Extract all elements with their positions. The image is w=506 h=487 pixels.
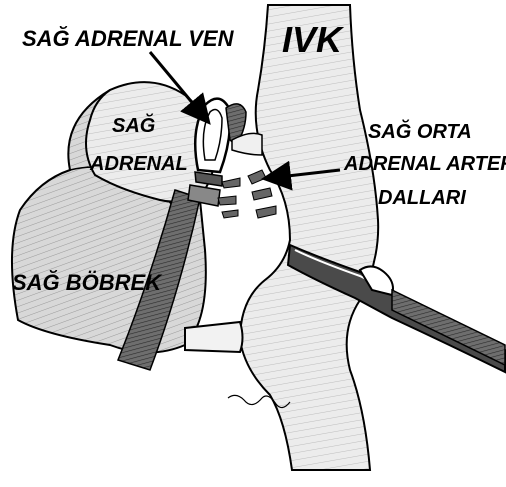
middle-adrenal-artery-branches — [218, 170, 276, 218]
label-right-kidney: SAĞ BÖBREK — [12, 270, 163, 295]
label-middle-adrenal-line1: SAĞ ORTA — [368, 119, 472, 143]
label-right-adrenal-line2: ADRENAL — [89, 153, 188, 175]
label-ivc: IVK — [282, 19, 345, 60]
renal-vein-shape — [185, 322, 243, 352]
label-middle-adrenal-line3: DALLARI — [378, 187, 466, 209]
label-right-adrenal-vein: SAĞ ADRENAL VEN — [22, 26, 235, 51]
label-middle-adrenal-line2: ADRENAL ARTER — [343, 153, 506, 175]
label-right-adrenal-line1: SAĞ — [112, 113, 155, 137]
